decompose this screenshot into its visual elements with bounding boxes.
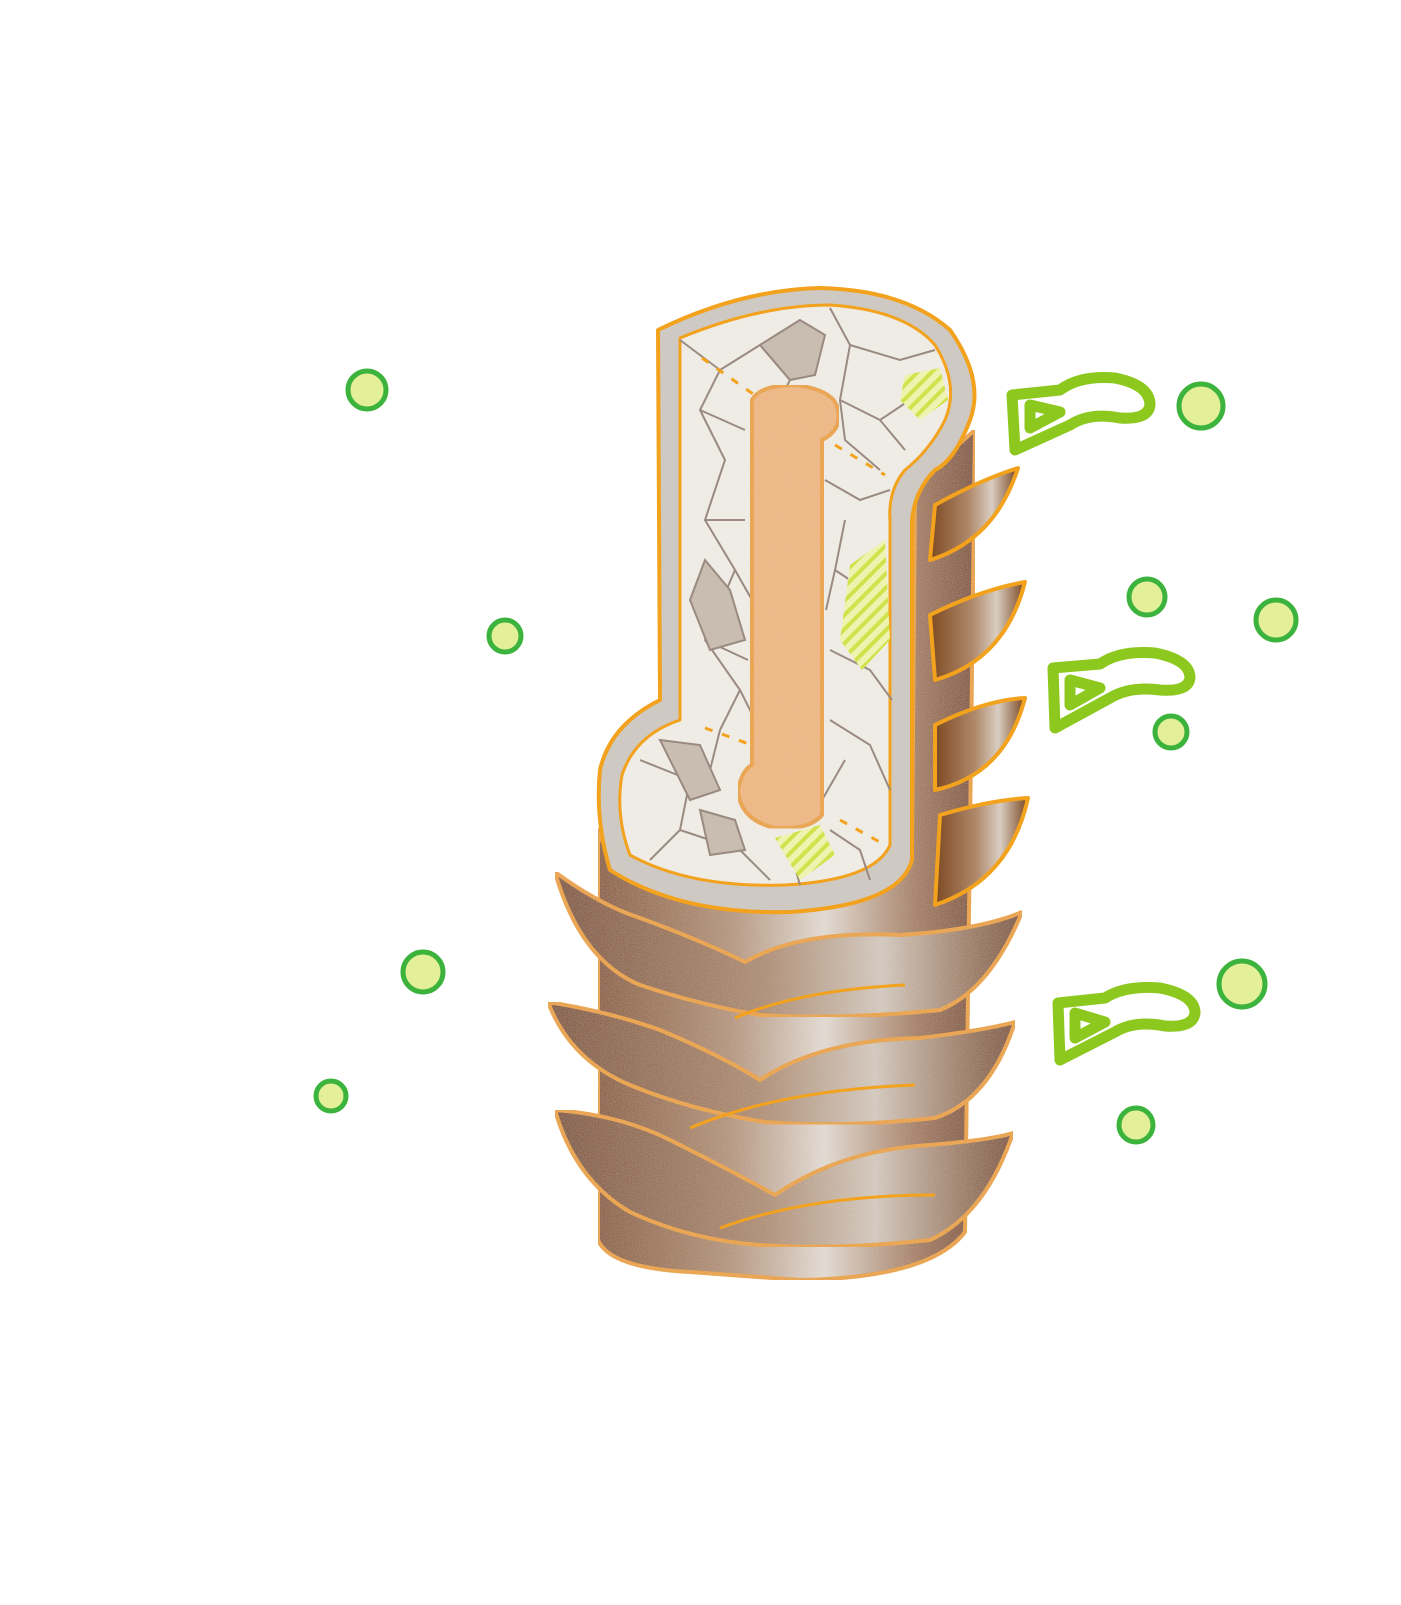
scale-crease-line [719, 1193, 936, 1230]
medulla [736, 383, 841, 831]
cuticle-scale-icon [933, 696, 1027, 792]
arrow-left-icon [1052, 982, 1201, 1066]
arrow-left-icon [1006, 372, 1156, 456]
particle-dot-icon [1126, 576, 1168, 618]
particle-dot-icon [313, 1078, 349, 1114]
cortex-shaded-cells [658, 318, 827, 857]
scale-crease-line [689, 1083, 916, 1130]
particle-dot-icon [400, 949, 446, 995]
particle-dot-icon [1116, 1105, 1156, 1145]
particle-dot-icon [1152, 713, 1190, 751]
particle-dot-icon [1176, 381, 1226, 431]
particles [313, 368, 1299, 1145]
particle-dot-icon [345, 368, 389, 412]
cuticle-scale-icon [546, 1000, 1017, 1127]
hair-shaft-icon [546, 428, 1030, 1282]
cuticle-scale-icon [933, 796, 1030, 907]
pigment-granules [775, 368, 948, 880]
particle-dot-icon [486, 617, 524, 655]
hair-shaft-cross-section-icon [596, 286, 977, 915]
cuticle-scale-icon [553, 1108, 1015, 1249]
arrow-left-icon [1047, 647, 1196, 734]
section-guide-lines [701, 356, 886, 847]
cuticle-scales-lower [546, 870, 1024, 1249]
particle-dot-icon [1216, 958, 1268, 1010]
cuticle-scale-icon [928, 466, 1020, 562]
cuticle-scales-right [928, 466, 1030, 907]
scale-crease-line [734, 983, 906, 1020]
cuticle-scale-icon [928, 580, 1027, 682]
particle-dot-icon [1253, 597, 1299, 643]
arrows [1006, 372, 1201, 1066]
cuticle-scale-icon [553, 870, 1024, 1019]
